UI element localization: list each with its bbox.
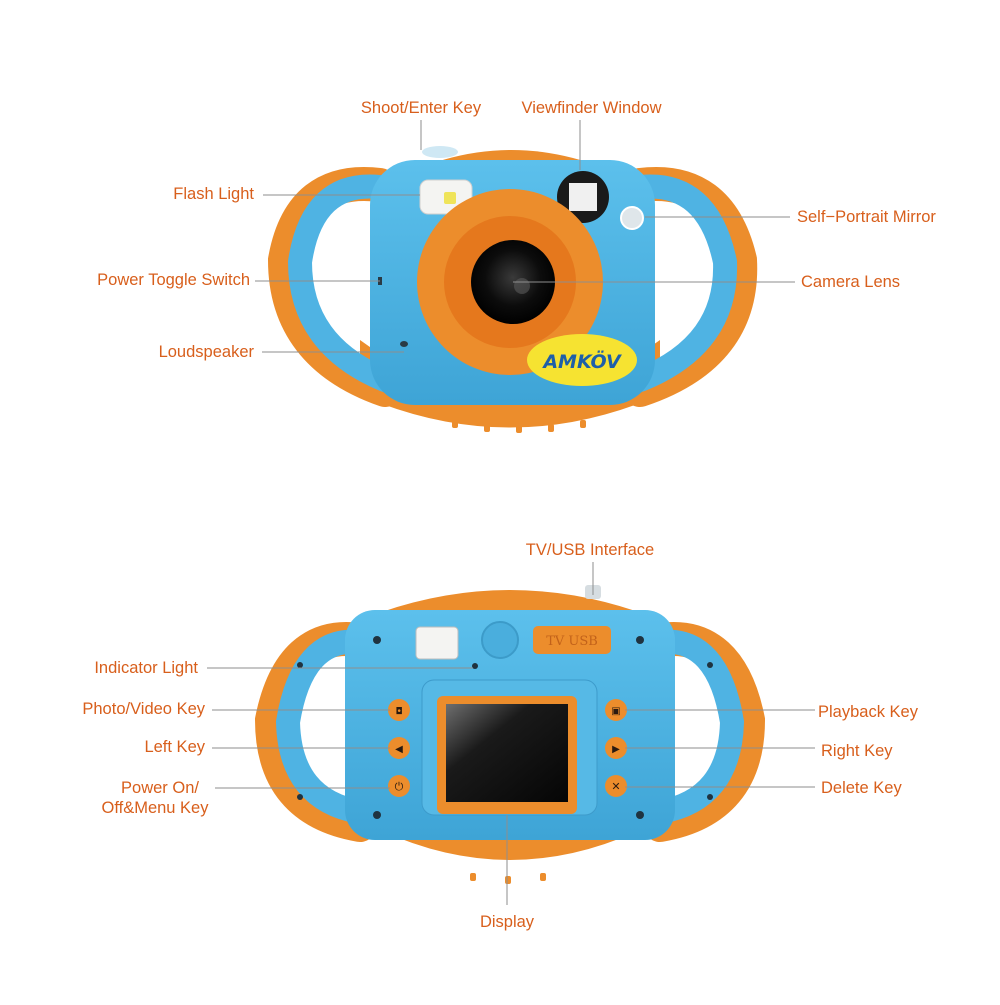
label-left-key: Left Key — [144, 738, 205, 756]
label-camera-lens: Camera Lens — [801, 273, 901, 291]
delete-icon: ✕ — [611, 780, 620, 793]
screw-holes — [297, 636, 713, 819]
playback-icon: ▣ — [611, 706, 620, 717]
label-right-key: Right Key — [821, 742, 893, 760]
left-arrow-icon: ◀ — [395, 744, 403, 755]
label-indicator-light: Indicator Light — [94, 659, 198, 677]
label-flash-light: Flash Light — [173, 185, 254, 203]
leader-lines — [207, 120, 815, 905]
back-camera: TV USB ◘ ◀ ⏻ ▣ ▶ ✕ — [254, 585, 766, 884]
photo-video-icon: ◘ — [395, 707, 402, 717]
left-keys: ◘ ◀ ⏻ — [388, 699, 410, 797]
label-power-menu-key-line2: Off&Menu Key — [101, 799, 209, 817]
front-camera: AMKÖV — [267, 146, 758, 433]
tv-usb-cover-text: TV USB — [546, 634, 598, 649]
front-brand-logo: AMKÖV — [541, 349, 622, 373]
label-delete-key: Delete Key — [821, 779, 902, 797]
label-tv-usb-interface: TV/USB Interface — [525, 541, 655, 559]
label-shoot-enter-key: Shoot/Enter Key — [360, 99, 482, 117]
front-bottom-grip-teeth — [452, 420, 586, 433]
label-self-portrait-mirror: Self−Portrait Mirror — [797, 208, 936, 226]
label-viewfinder-window: Viewfinder Window — [521, 99, 662, 117]
power-icon: ⏻ — [395, 780, 404, 793]
label-loudspeaker: Loudspeaker — [158, 343, 254, 361]
right-arrow-icon: ▶ — [612, 744, 620, 755]
label-playback-key: Playback Key — [818, 703, 918, 721]
back-bottom-grip-teeth — [470, 873, 546, 884]
right-keys: ▣ ▶ ✕ — [605, 699, 627, 797]
label-power-toggle-switch: Power Toggle Switch — [97, 271, 250, 289]
label-display: Display — [479, 913, 535, 931]
label-power-menu-key-line1: Power On/ — [121, 779, 199, 797]
label-photo-video-key: Photo/Video Key — [82, 700, 205, 718]
